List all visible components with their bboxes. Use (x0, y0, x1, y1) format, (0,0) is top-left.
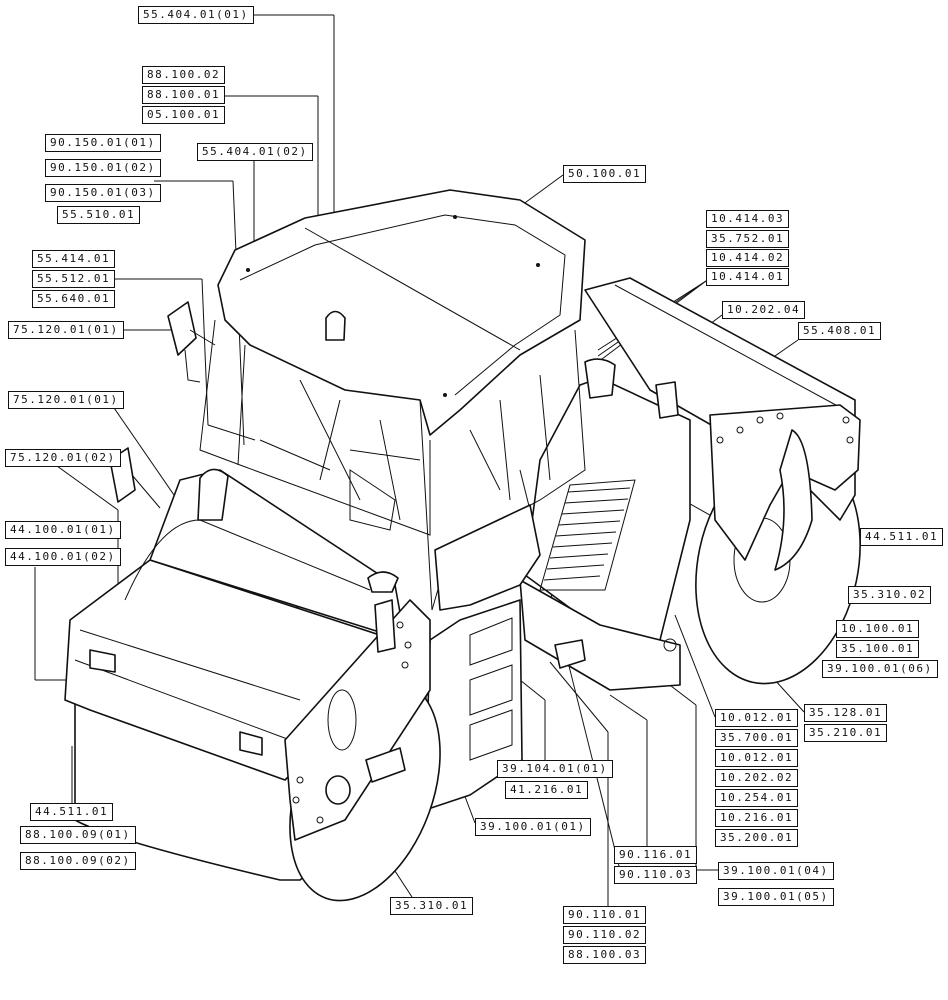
part-label: 35.700.01 (715, 729, 799, 747)
part-label: 10.012.01 (715, 749, 799, 767)
part-label: 39.104.01(01) (497, 760, 613, 778)
rear-drum (584, 277, 861, 685)
part-label: 50.100.01 (563, 165, 647, 183)
part-label: 44.511.01 (860, 528, 944, 546)
part-label: 55.640.01 (32, 290, 116, 308)
part-label: 90.110.02 (563, 926, 647, 944)
part-label: 44.100.01(01) (5, 521, 121, 539)
part-label: 90.150.01(01) (45, 134, 161, 152)
part-label: 90.110.01 (563, 906, 647, 924)
part-label: 35.100.01 (836, 640, 920, 658)
part-label: 39.100.01(05) (718, 888, 834, 906)
part-label: 55.404.01(01) (138, 6, 254, 24)
part-label: 88.100.09(02) (20, 852, 136, 870)
part-label: 39.100.01(04) (718, 862, 834, 880)
part-label: 41.216.01 (505, 781, 589, 799)
part-label: 39.100.01(06) (822, 660, 938, 678)
part-label: 55.512.01 (32, 270, 116, 288)
part-label: 10.012.01 (715, 709, 799, 727)
part-label: 75.120.01(01) (8, 391, 124, 409)
part-label: 10.216.01 (715, 809, 799, 827)
part-label: 05.100.01 (142, 106, 226, 124)
part-label: 90.110.03 (614, 866, 698, 884)
part-label: 10.100.01 (836, 620, 920, 638)
part-label: 10.202.04 (722, 301, 806, 319)
front-drum (64, 412, 854, 902)
part-label: 88.100.03 (563, 946, 647, 964)
part-label: 90.150.01(02) (45, 159, 161, 177)
part-label: 55.510.01 (57, 206, 141, 224)
part-label: 55.408.01 (798, 322, 882, 340)
part-label: 35.210.01 (804, 724, 888, 742)
part-label: 88.100.01 (142, 86, 226, 104)
part-label: 44.511.01 (30, 803, 114, 821)
part-label: 55.404.01(02) (197, 143, 313, 161)
part-label: 75.120.01(02) (5, 449, 121, 467)
part-label: 10.414.02 (706, 249, 790, 267)
part-label: 10.254.01 (715, 789, 799, 807)
part-label: 35.200.01 (715, 829, 799, 847)
part-label: 39.100.01(01) (475, 818, 591, 836)
part-label: 10.414.03 (706, 210, 790, 228)
part-label: 90.116.01 (614, 846, 698, 864)
part-label: 35.128.01 (804, 704, 888, 722)
part-label: 88.100.02 (142, 66, 226, 84)
part-label: 88.100.09(01) (20, 826, 136, 844)
part-label: 55.414.01 (32, 250, 116, 268)
part-label: 90.150.01(03) (45, 184, 161, 202)
cab (199, 189, 586, 811)
engine-hood (519, 358, 691, 691)
part-label: 75.120.01(01) (8, 321, 124, 339)
part-label: 35.752.01 (706, 230, 790, 248)
part-label: 35.310.02 (848, 586, 932, 604)
part-label: 44.100.01(02) (5, 548, 121, 566)
part-label: 10.414.01 (706, 268, 790, 286)
part-label: 35.310.01 (390, 897, 474, 915)
part-label: 10.202.02 (715, 769, 799, 787)
